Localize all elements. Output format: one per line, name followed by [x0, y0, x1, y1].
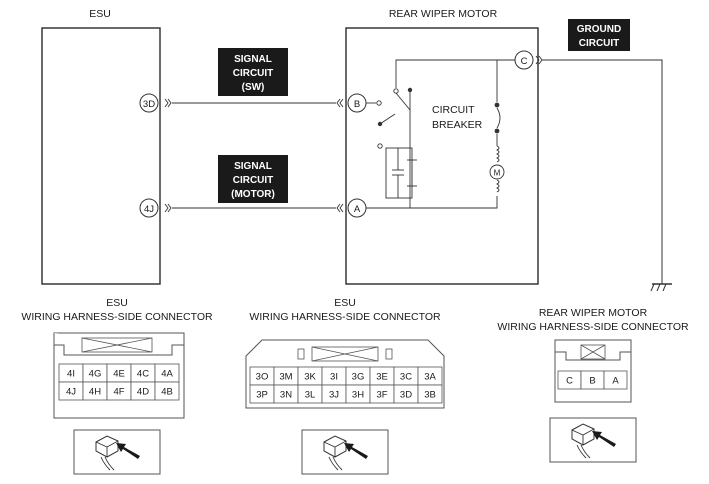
connector-plug-icon: [73, 429, 161, 475]
pin-label: 4G: [89, 369, 102, 380]
terminal-4j: 4J: [139, 198, 159, 218]
pin-label: 3A: [424, 372, 436, 383]
svg-text:4J: 4J: [144, 204, 154, 215]
pin-label: 3B: [424, 390, 436, 401]
pin-label: 3O: [256, 372, 269, 383]
esu-title: ESU: [89, 8, 111, 20]
esu-box: [41, 27, 161, 285]
pin-label: 4H: [89, 387, 101, 398]
pin-label: 3M: [279, 372, 292, 383]
pin-label: 4J: [66, 387, 76, 398]
connector-plug-icon: [301, 429, 389, 475]
pin-label: A: [612, 376, 619, 387]
pin-label: 3D: [400, 390, 412, 401]
terminal-3d: 3D: [139, 93, 159, 113]
esu2-connector: 3O 3M 3K 3I 3G 3E 3C 3A 3P 3N 3L 3J 3H 3F 3D 3B: [245, 339, 445, 409]
pin-label: 3N: [280, 390, 292, 401]
motor-connector-title-1: REAR WIPER MOTOR: [539, 307, 648, 319]
svg-text:M: M: [494, 169, 501, 178]
ground-circuit-badge: GROUND CIRCUIT: [568, 19, 630, 51]
pin-label: 4B: [161, 387, 173, 398]
pin-label: 3J: [329, 390, 339, 401]
pin-label: 3C: [400, 372, 412, 383]
motor-connector-title-2: WIRING HARNESS-SIDE CONNECTOR: [497, 321, 689, 333]
svg-text:B: B: [354, 99, 360, 110]
pin-label: 4F: [113, 387, 124, 398]
rear-wiper-motor-title: REAR WIPER MOTOR: [389, 8, 498, 20]
pin-label: 3H: [352, 390, 364, 401]
svg-text:3D: 3D: [143, 99, 155, 110]
circuit-breaker-icon: [494, 60, 501, 146]
svg-text:CIRCUIT: CIRCUIT: [233, 68, 274, 79]
pin-label: B: [589, 376, 595, 387]
svg-text:CIRCUIT: CIRCUIT: [579, 38, 620, 49]
ground-symbol-icon: [650, 283, 672, 292]
svg-text:GROUND: GROUND: [577, 24, 621, 35]
connector-plug-icon: [549, 417, 637, 463]
pin-label: 4D: [137, 387, 149, 398]
esu1-connector-title-1: ESU: [106, 297, 128, 309]
pin-label: 4C: [137, 369, 149, 380]
rear-wiper-motor-box: [345, 27, 539, 285]
terminal-b: B: [347, 93, 367, 113]
terminal-c: C: [514, 50, 534, 70]
esu2-connector-title-2: WIRING HARNESS-SIDE CONNECTOR: [249, 311, 441, 323]
pin-label: 3E: [376, 372, 388, 383]
ground-wire: [542, 59, 663, 284]
pin-label: 3F: [376, 390, 387, 401]
capacitor-icon: [392, 148, 404, 198]
svg-text:SIGNAL: SIGNAL: [234, 54, 272, 65]
esu1-connector-title-2: WIRING HARNESS-SIDE CONNECTOR: [21, 311, 213, 323]
esu1-connector: 4I 4G 4E 4C 4A 4J 4H 4F 4D 4B: [53, 332, 185, 419]
svg-text:C: C: [521, 56, 528, 67]
circuit-breaker-label-2: BREAKER: [432, 119, 483, 131]
pin-label: 3L: [305, 390, 316, 401]
motor-icon: M: [489, 164, 505, 180]
pin-cell: [417, 384, 443, 404]
pin-label: 4E: [113, 369, 125, 380]
pin-label: 3G: [352, 372, 365, 383]
esu2-pin-grid: 3O 3M 3K 3I 3G 3E 3C 3A 3P 3N 3L 3J 3H 3F 3D 3B: [249, 366, 443, 404]
svg-text:(MOTOR): (MOTOR): [231, 189, 275, 200]
esu1-pin-grid: 4I 4G 4E 4C 4A 4J 4H 4F 4D 4B: [58, 363, 180, 401]
pin-label: 4A: [161, 369, 173, 380]
pin-label: 3I: [330, 372, 338, 383]
signal-circuit-sw-badge: SIGNAL CIRCUIT (SW): [218, 48, 288, 96]
terminal-a: A: [347, 198, 367, 218]
pin-label: C: [566, 376, 573, 387]
svg-text:A: A: [354, 204, 361, 215]
pin-cell: [154, 381, 180, 401]
pin-label: 4I: [67, 369, 75, 380]
motor-internal-circuit: M: [366, 59, 515, 209]
esu2-connector-title-1: ESU: [334, 297, 356, 309]
pin-cell: [603, 370, 628, 390]
svg-text:SIGNAL: SIGNAL: [234, 161, 272, 172]
signal-circuit-motor-badge: SIGNAL CIRCUIT (MOTOR): [218, 155, 288, 203]
pin-label: 3P: [256, 390, 268, 401]
svg-text:(SW): (SW): [242, 82, 265, 93]
svg-text:CIRCUIT: CIRCUIT: [233, 175, 274, 186]
pin-label: 3K: [304, 372, 316, 383]
circuit-breaker-label-1: CIRCUIT: [432, 104, 475, 116]
